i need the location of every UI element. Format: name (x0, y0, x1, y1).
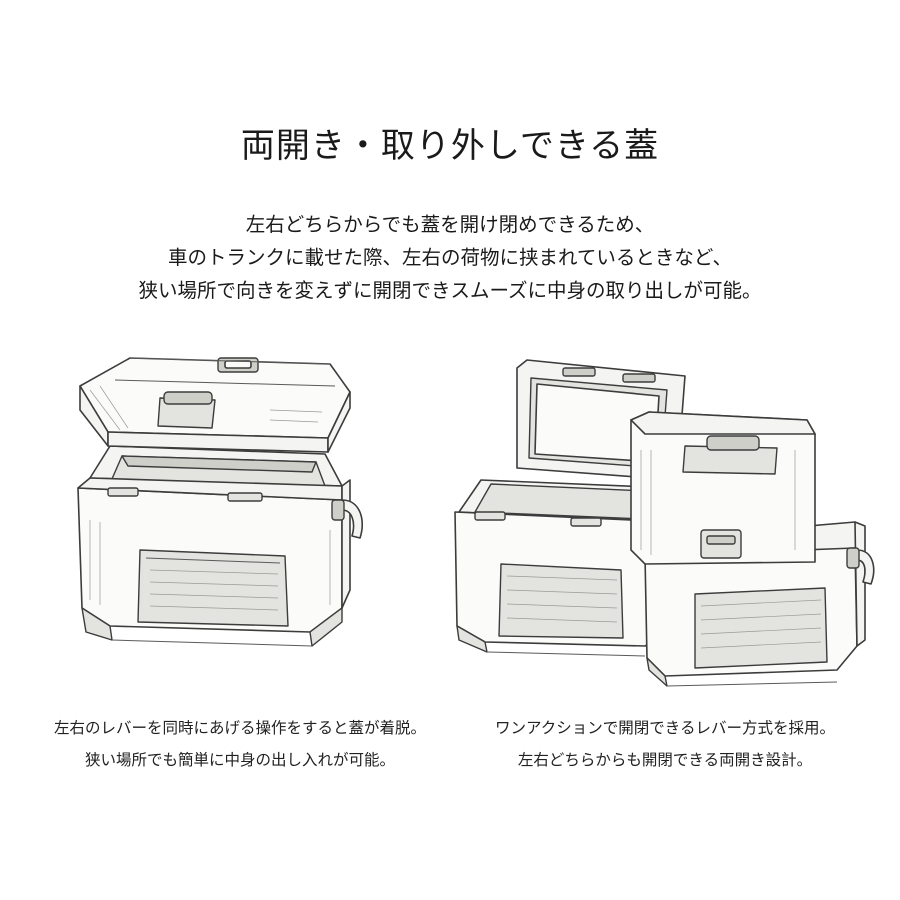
cooler-front (630, 411, 875, 687)
description-line-3: 狭い場所で向きを変えずに開閉できスムーズに中身の取り出しが可能。 (138, 279, 762, 302)
caption-left-line-2: 狭い場所でも簡単に中身の出し入れが可能。 (84, 751, 395, 769)
feature-description: 左右どちらからでも蓋を開け閉めできるため、 車のトランクに載せた際、左右の荷物に… (0, 208, 900, 307)
description-line-1: 左右どちらからでも蓋を開け閉めできるため、 (245, 213, 655, 236)
caption-right-line-2: 左右どちらからも開閉できる両開き設計。 (517, 751, 813, 769)
double-open-illustration (445, 350, 885, 690)
caption-lid-removal: 左右のレバーを同時にあげる操作をすると蓋が着脱。 狭い場所でも簡単に中身の出し入… (15, 712, 465, 776)
caption-right-line-1: ワンアクションで開閉できるレバー方式を採用。 (495, 719, 835, 737)
lid-removal-illustration (60, 350, 380, 680)
description-line-2: 車のトランクに載せた際、左右の荷物に挟まれているときなど、 (168, 246, 732, 269)
caption-left-line-1: 左右のレバーを同時にあげる操作をすると蓋が着脱。 (53, 719, 426, 737)
cooler-lid-removed-drawing (77, 357, 364, 647)
caption-double-open: ワンアクションで開閉できるレバー方式を採用。 左右どちらからも開閉できる両開き設… (440, 712, 890, 776)
cooler-double-open-drawing (454, 359, 875, 687)
cooler-body (77, 445, 364, 647)
page-title: 両開き・取り外しできる蓋 (240, 126, 660, 166)
cooler-lid (79, 357, 351, 453)
